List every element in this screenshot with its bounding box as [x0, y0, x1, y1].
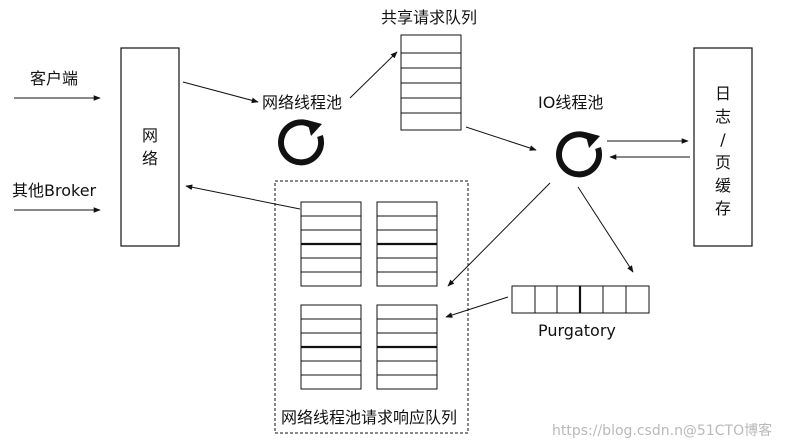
network-label: 网 络 [138, 124, 162, 170]
network-to-threadpool-arrow [182, 81, 259, 104]
network-label-char-2: 络 [141, 149, 158, 168]
response-queue-to-network-arrow [185, 184, 301, 210]
response-queues [300, 201, 438, 390]
io-threadpool-cycle-icon [556, 131, 603, 178]
network-threadpool-cycle-icon [278, 119, 325, 166]
shared-request-queue [400, 34, 462, 131]
cache-label-char-6: 存 [714, 199, 731, 218]
io-to-purgatory-arrow [577, 186, 634, 273]
other-broker-label: 其他Broker [12, 181, 97, 200]
watermark: https://blog.csdn.n@51CTO博客 [552, 423, 773, 439]
threadpool-to-request-queue-arrow [349, 51, 398, 99]
cache-label-char-5: 缓 [714, 176, 731, 195]
network-box [120, 47, 180, 247]
purgatory-queue [511, 285, 650, 314]
io-to-response-queue-arrow [447, 182, 551, 287]
cache-label-char-2: 志 [714, 107, 731, 126]
network-label-char-1: 网 [141, 126, 158, 145]
cache-label-char-3: / [720, 130, 726, 149]
client-label: 客户端 [30, 69, 79, 88]
log-page-cache-box [693, 47, 753, 247]
network-threadpool-label: 网络线程池 [262, 93, 343, 112]
purgatory-to-response-queue-arrow [445, 296, 509, 318]
response-queues-label: 网络线程池请求响应队列 [281, 408, 458, 427]
request-queue-to-io-arrow [465, 126, 537, 151]
cache-label-char-4: 页 [714, 153, 731, 172]
purgatory-label: Purgatory [538, 321, 616, 340]
response-queues-frame [274, 180, 469, 434]
shared-request-queue-label: 共享请求队列 [381, 8, 478, 27]
log-page-cache-label: 日 志 / 页 缓 存 [711, 82, 735, 220]
cache-label-char-1: 日 [714, 84, 731, 103]
io-threadpool-label: IO线程池 [538, 93, 604, 112]
